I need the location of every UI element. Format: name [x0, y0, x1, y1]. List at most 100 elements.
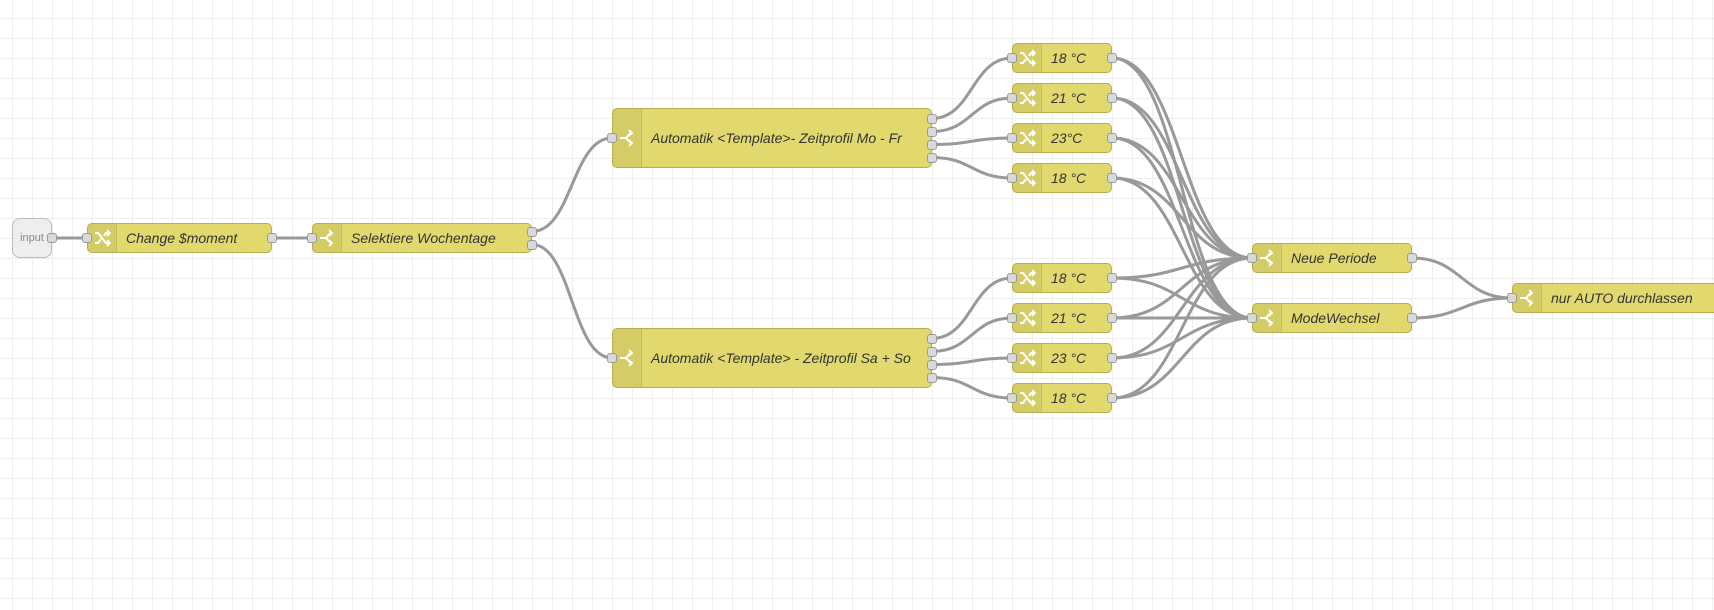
- shuffle-icon: [88, 224, 117, 252]
- output-port[interactable]: [47, 233, 57, 243]
- switch-icon: [1513, 284, 1542, 312]
- output-port[interactable]: [927, 359, 937, 370]
- input-port[interactable]: [1247, 253, 1257, 263]
- input-port[interactable]: [1007, 133, 1017, 143]
- output-port[interactable]: [927, 139, 937, 150]
- wire-t8-neue-periode[interactable]: [1111, 256, 1253, 400]
- node-modewechsel[interactable]: ModeWechsel: [1252, 303, 1412, 333]
- output-port[interactable]: [1107, 313, 1117, 323]
- output-port[interactable]: [1107, 133, 1117, 143]
- wire-selektiere-auto-saso[interactable]: [531, 243, 613, 360]
- input-port[interactable]: [607, 353, 617, 363]
- node-temp-21-b[interactable]: 21 °C: [1012, 303, 1112, 333]
- node-label: input: [20, 232, 44, 244]
- wire-t2-neue-periode[interactable]: [1111, 96, 1253, 260]
- input-port[interactable]: [1007, 353, 1017, 363]
- node-label: 23 °C: [1051, 350, 1087, 366]
- input-port[interactable]: [1007, 313, 1017, 323]
- node-label: nur AUTO durchlassen: [1551, 290, 1693, 306]
- switch-icon: [1253, 304, 1282, 332]
- wire-selektiere-auto-mofr[interactable]: [531, 136, 613, 233]
- output-port[interactable]: [1107, 93, 1117, 103]
- output-port[interactable]: [1107, 173, 1117, 183]
- wire-t8-modewechsel[interactable]: [1111, 316, 1253, 400]
- node-label: 21 °C: [1051, 90, 1087, 106]
- output-port[interactable]: [1107, 273, 1117, 283]
- wire-auto-saso-t6[interactable]: [931, 316, 1013, 353]
- output-port[interactable]: [527, 239, 537, 250]
- shuffle-icon: [1013, 344, 1042, 372]
- node-temp-23-a[interactable]: 23°C: [1012, 123, 1112, 153]
- node-label: 23°C: [1051, 130, 1083, 146]
- node-label: 18 °C: [1051, 390, 1087, 406]
- node-temp-21-a[interactable]: 21 °C: [1012, 83, 1112, 113]
- wire-t3-modewechsel[interactable]: [1111, 136, 1253, 320]
- shuffle-icon: [1013, 384, 1042, 412]
- wire-t4-neue-periode[interactable]: [1111, 176, 1253, 260]
- wire-auto-mofr-t1[interactable]: [931, 56, 1013, 120]
- output-port[interactable]: [1107, 53, 1117, 63]
- wire-modewechsel-nur-auto[interactable]: [1411, 296, 1513, 320]
- input-port[interactable]: [82, 233, 92, 243]
- node-neue-periode[interactable]: Neue Periode: [1252, 243, 1412, 273]
- wire-auto-mofr-t2[interactable]: [931, 96, 1013, 133]
- input-port[interactable]: [307, 233, 317, 243]
- wire-neue-periode-nur-auto[interactable]: [1411, 256, 1513, 300]
- input-port[interactable]: [1007, 93, 1017, 103]
- input-port[interactable]: [1007, 273, 1017, 283]
- wire-auto-mofr-t3[interactable]: [931, 136, 1013, 146]
- output-port[interactable]: [267, 233, 277, 243]
- wire-t5-modewechsel[interactable]: [1111, 276, 1253, 320]
- node-temp-18-d[interactable]: 18 °C: [1012, 383, 1112, 413]
- output-port[interactable]: [1107, 353, 1117, 363]
- output-port[interactable]: [1407, 313, 1417, 323]
- node-automatik-mo-fr[interactable]: Automatik <Template>- Zeitprofil Mo - Fr: [612, 108, 932, 168]
- node-label: Neue Periode: [1291, 250, 1377, 266]
- input-port[interactable]: [1507, 293, 1517, 303]
- node-temp-18-c[interactable]: 18 °C: [1012, 263, 1112, 293]
- input-port[interactable]: [1247, 313, 1257, 323]
- output-port[interactable]: [927, 152, 937, 163]
- node-input[interactable]: input: [12, 218, 52, 258]
- node-label: 18 °C: [1051, 270, 1087, 286]
- shuffle-icon: [1013, 124, 1042, 152]
- input-port[interactable]: [607, 133, 617, 143]
- output-port[interactable]: [927, 372, 937, 383]
- shuffle-icon: [1013, 84, 1042, 112]
- node-change-moment[interactable]: Change $moment: [87, 223, 272, 253]
- wire-t7-modewechsel[interactable]: [1111, 316, 1253, 360]
- wire-t3-neue-periode[interactable]: [1111, 136, 1253, 260]
- output-port[interactable]: [1107, 393, 1117, 403]
- node-label: 18 °C: [1051, 170, 1087, 186]
- node-temp-23-b[interactable]: 23 °C: [1012, 343, 1112, 373]
- node-label: Automatik <Template> - Zeitprofil Sa + S…: [651, 350, 911, 366]
- node-nur-auto-durchlassen[interactable]: nur AUTO durchlassen: [1512, 283, 1714, 313]
- wire-auto-saso-t5[interactable]: [931, 276, 1013, 340]
- wire-auto-saso-t7[interactable]: [931, 356, 1013, 366]
- output-port[interactable]: [927, 113, 937, 124]
- output-port[interactable]: [927, 126, 937, 137]
- input-port[interactable]: [1007, 53, 1017, 63]
- input-port[interactable]: [1007, 393, 1017, 403]
- wire-auto-saso-t8[interactable]: [931, 376, 1013, 400]
- node-automatik-sa-so[interactable]: Automatik <Template> - Zeitprofil Sa + S…: [612, 328, 932, 388]
- output-port[interactable]: [927, 333, 937, 344]
- wire-t4-modewechsel[interactable]: [1111, 176, 1253, 320]
- output-port[interactable]: [527, 226, 537, 237]
- wire-t2-modewechsel[interactable]: [1111, 96, 1253, 320]
- shuffle-icon: [1013, 164, 1042, 192]
- input-port[interactable]: [1007, 173, 1017, 183]
- node-temp-18-b[interactable]: 18 °C: [1012, 163, 1112, 193]
- output-port[interactable]: [1407, 253, 1417, 263]
- switch-icon: [613, 329, 642, 387]
- wire-t7-neue-periode[interactable]: [1111, 256, 1253, 360]
- output-port[interactable]: [927, 346, 937, 357]
- switch-icon: [313, 224, 342, 252]
- wire-t1-neue-periode[interactable]: [1111, 56, 1253, 260]
- node-selektiere-wochentage[interactable]: Selektiere Wochentage: [312, 223, 532, 253]
- wire-t1-modewechsel[interactable]: [1111, 56, 1253, 320]
- wire-auto-mofr-t4[interactable]: [931, 156, 1013, 180]
- node-temp-18-a[interactable]: 18 °C: [1012, 43, 1112, 73]
